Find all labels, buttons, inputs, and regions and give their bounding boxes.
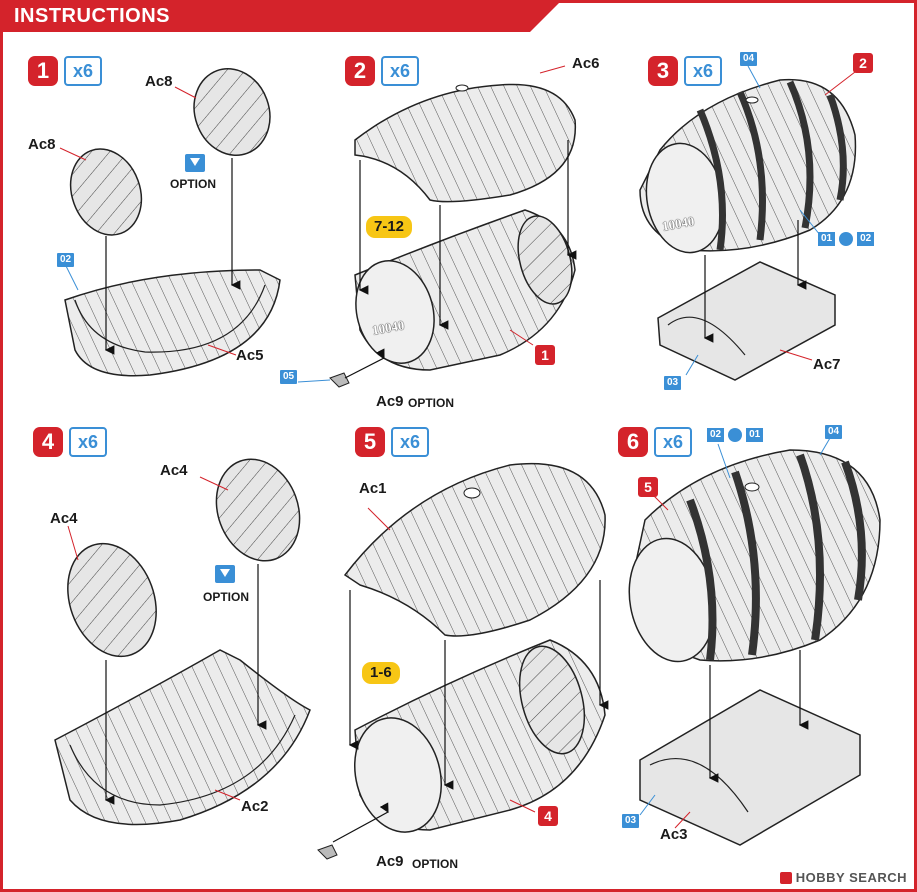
part-number-tag: 03 [622,814,640,828]
quantity-badge: x6 [391,427,429,457]
part-label: Ac4 [160,462,188,479]
option-label: OPTION [170,177,217,191]
part-label: Ac5 [236,347,264,364]
step-reference-tag: 4 [538,806,558,826]
step2-drawing [329,65,577,388]
decal-number-tag: 1-6 [362,662,400,684]
step-reference-tag: 1 [535,345,555,365]
part-label: Ac8 [28,136,56,153]
quantity-badge: x6 [381,56,419,86]
watermark: HOBBY SEARCH [779,870,907,885]
watermark-text: HOBBY SEARCH [795,870,907,885]
step-number: 5 [355,427,385,457]
part-label: Ac7 [813,356,841,373]
part-label: Ac1 [359,480,387,497]
part-label: Ac9 [376,853,404,870]
option-label: OPTION [203,590,250,604]
part-number-tag: 02 [707,428,725,442]
part-label: Ac8 [145,73,173,90]
page-title: INSTRUCTIONS [0,0,562,32]
quantity-badge: x6 [69,427,107,457]
symmetry-icon [728,428,743,442]
part-number-tag: 03 [664,376,682,390]
part-number-tag: 05 [280,370,298,384]
glue-icon [185,154,205,172]
step4-drawing [54,458,311,826]
part-label: Ac2 [241,798,269,815]
step-number: 1 [28,56,58,86]
step-number: 6 [618,427,648,457]
step1-drawing [59,68,281,377]
part-label: Ac6 [572,55,600,72]
step-reference-tag: 5 [638,477,658,497]
part-number-tag: 04 [740,52,758,66]
part-label: Ac9 [376,393,404,410]
quantity-badge: x6 [64,56,102,86]
step-number: 3 [648,56,678,86]
glue-icon [215,565,235,583]
quantity-badge: x6 [654,427,692,457]
step6-drawing [628,449,881,846]
step-3-header: 3 x6 [648,56,722,86]
step-5-header: 5 x6 [355,427,429,457]
step5-drawing [317,462,609,860]
part-number-tag: 04 [825,425,843,439]
step-1-header: 1 x6 [28,56,102,86]
step-number: 4 [33,427,63,457]
step3-drawing [639,71,857,381]
top-rule [530,0,917,3]
part-number-tag: 01 [746,428,764,442]
step-4-header: 4 x6 [33,427,107,457]
decal-number-tag: 7-12 [366,216,413,238]
hobby-search-logo-icon [779,871,792,884]
step-6-header: 6 x6 [618,427,692,457]
part-number-tag: 02 [57,253,75,267]
symmetric-parts-tag: 02 01 [707,428,764,442]
option-label: OPTION [412,857,459,871]
step-number: 2 [345,56,375,86]
step-2-header: 2 x6 [345,56,419,86]
part-label: Ac3 [660,826,688,843]
option-label: OPTION [408,396,455,410]
part-number-tag: 02 [857,232,875,246]
part-label: Ac4 [50,510,78,527]
quantity-badge: x6 [684,56,722,86]
symmetric-parts-tag: 01 02 [818,232,875,246]
step-reference-tag: 2 [853,53,873,73]
part-number-tag: 01 [818,232,836,246]
symmetry-icon [839,232,854,246]
